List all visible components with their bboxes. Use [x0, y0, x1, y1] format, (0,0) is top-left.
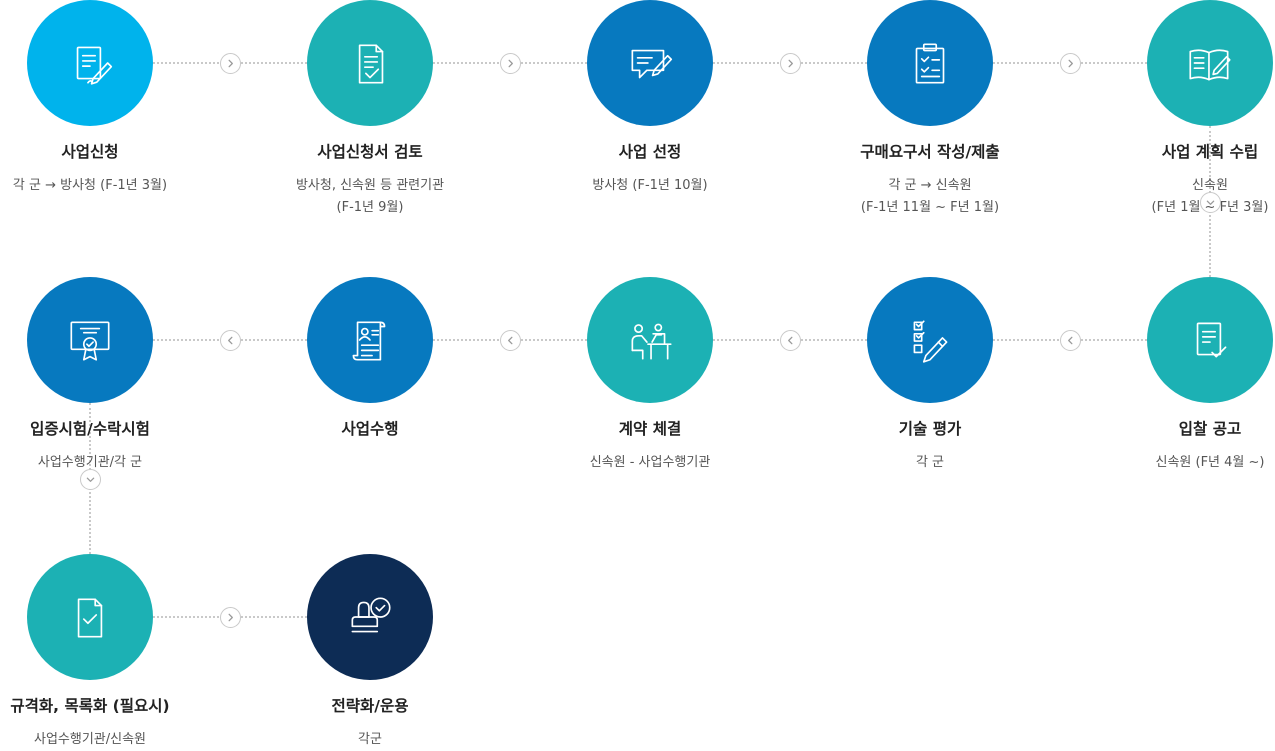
chevron-down-icon: [80, 468, 101, 490]
step-title: 사업수행: [341, 420, 399, 438]
step-description: 방사청, 신속원 등 관련기관 (F-1년 9월): [250, 175, 490, 219]
step-circle: [587, 277, 713, 403]
step-circle: [307, 554, 433, 680]
step-description: 사업수행기관/신속원: [0, 729, 210, 751]
step-description: 각 군: [810, 452, 1050, 474]
step-description-line: (F-1년 11월 ~ F년 1월): [860, 200, 1000, 215]
chevron-right-icon: [220, 53, 241, 74]
step-circle: [587, 0, 713, 126]
chevron-right-icon: [1060, 53, 1081, 74]
step-title: 구매요구서 작성/제출: [860, 143, 1000, 161]
chevron-right-icon: [780, 53, 801, 74]
chevron-down-icon: [1200, 191, 1221, 213]
step-circle: [867, 0, 993, 126]
step-title: 사업 계획 수립: [1161, 143, 1259, 161]
step-circle: [867, 277, 993, 403]
process-step: 규격화, 목록화 (필요시) 사업수행기관/신속원: [0, 554, 210, 751]
chevron-left-icon: [220, 330, 241, 351]
step-description-line: 사업수행기관/신속원: [33, 732, 147, 747]
step-circle: [1147, 0, 1273, 126]
step-description-line: 방사청 (F-1년 10월): [592, 178, 708, 193]
step-description-line: (F-1년 9월): [336, 200, 404, 215]
step-title: 사업신청: [61, 143, 119, 161]
step-description-line: 신속원 - 사업수행기관: [589, 455, 711, 470]
step-description-line: 신속원 (F년 4월 ~): [1155, 455, 1265, 470]
step-description: 사업수행기관/각 군: [0, 452, 210, 474]
step-description: 신속원 (F년 1월 ~ F년 3월): [1090, 175, 1275, 219]
step-title: 규격화, 목록화 (필요시): [10, 697, 170, 715]
meeting-desk-icon: [631, 323, 672, 360]
step-description: 각 군 → 신속원 (F-1년 11월 ~ F년 1월): [810, 175, 1050, 219]
step-description-line: 각군: [358, 732, 382, 747]
chevron-left-icon: [780, 330, 801, 351]
chevron-right-icon: [220, 607, 241, 628]
step-description-line: 신속원: [1192, 178, 1228, 193]
step-description: 신속원 - 사업수행기관: [530, 452, 770, 474]
step-description-line: 각 군 → 방사청 (F-1년 3월): [12, 178, 168, 193]
step-circle: [307, 0, 433, 126]
clipboard-checklist-icon: [915, 43, 945, 84]
step-title: 입찰 공고: [1178, 420, 1242, 438]
certificate-badge-icon: [70, 321, 110, 361]
chevron-right-icon: [500, 53, 521, 74]
step-title: 기술 평가: [898, 420, 962, 438]
step-circle: [307, 277, 433, 403]
step-description: 방사청 (F-1년 10월): [530, 175, 770, 197]
step-circle: [27, 0, 153, 126]
step-circle: [27, 277, 153, 403]
document-check-icon: [358, 44, 384, 84]
step-title: 입증시험/수락시험: [30, 420, 150, 438]
chevron-left-icon: [500, 330, 521, 351]
step-description-line: 방사청, 신속원 등 관련기관: [295, 178, 445, 193]
profile-scroll-icon: [352, 321, 386, 361]
step-description: 각군: [250, 729, 490, 751]
chat-pen-icon: [631, 49, 673, 79]
step-description-line: 각 군 → 신속원: [888, 178, 972, 193]
step-circle: [27, 554, 153, 680]
open-book-pen-icon: [1189, 49, 1231, 81]
step-title: 사업 선정: [618, 143, 682, 161]
step-circle: [1147, 277, 1273, 403]
file-check-icon: [77, 598, 103, 638]
notice-check-icon: [1196, 322, 1227, 358]
stamp-approval-icon: [351, 597, 391, 633]
checklist-pen-icon: [913, 320, 948, 363]
step-title: 전략화/운용: [331, 697, 409, 715]
step-description-line: 사업수행기관/각 군: [37, 455, 143, 470]
process-step: 사업수행: [250, 277, 490, 439]
step-description-line: (F년 1월 ~ F년 3월): [1151, 200, 1269, 215]
step-title: 계약 체결: [618, 420, 682, 438]
application-pen-icon: [76, 46, 113, 85]
step-description-line: 각 군: [915, 455, 945, 470]
step-description: 각 군 → 방사청 (F-1년 3월): [0, 175, 210, 197]
step-description: 신속원 (F년 4월 ~): [1090, 452, 1275, 474]
chevron-left-icon: [1060, 330, 1081, 351]
step-title: 사업신청서 검토: [317, 143, 423, 161]
